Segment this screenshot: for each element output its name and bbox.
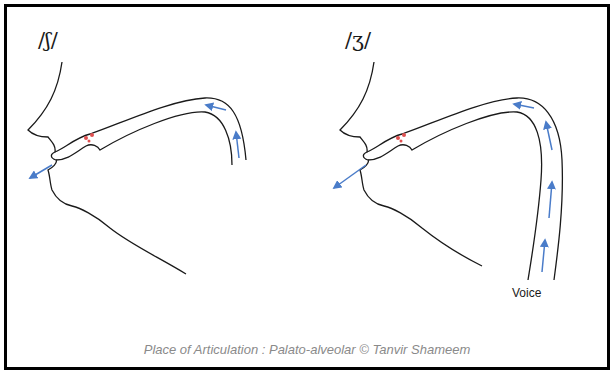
voice-label: Voice — [512, 286, 541, 300]
phoneme-symbol: /ʒ/ — [345, 28, 371, 52]
head-sh — [28, 62, 246, 274]
phoneme-symbol: /ʃ/ — [38, 28, 58, 52]
caption: Place of Articulation : Palato-alveolar … — [0, 342, 614, 357]
head-zh — [334, 62, 562, 280]
picture-frame — [4, 4, 610, 370]
